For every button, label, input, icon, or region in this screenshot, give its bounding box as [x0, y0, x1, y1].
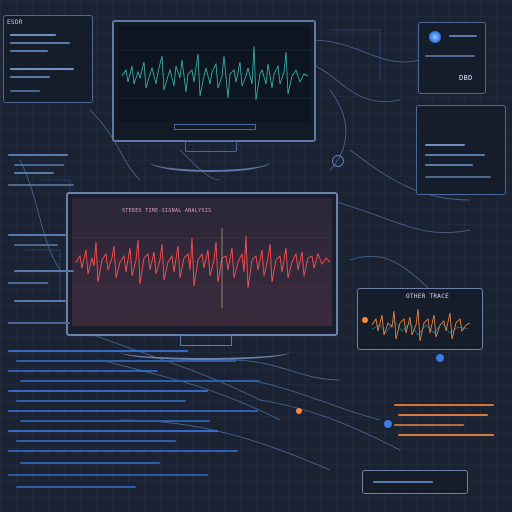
main-monitor-base — [120, 344, 290, 360]
panel-title: ESDR — [7, 19, 23, 26]
red-waveform — [72, 228, 332, 308]
top-monitor-base — [150, 152, 270, 172]
right-widget-label: DBD — [459, 74, 473, 82]
bottom-right-status-bar — [362, 470, 468, 494]
main-monitor-screen: STEREO TIME-SIGNAL ANALYSIS — [72, 198, 332, 326]
top-monitor-screen — [118, 26, 310, 122]
teal-waveform — [118, 45, 310, 101]
analyzer-title: OTHER TRACE — [406, 293, 450, 300]
node-dot-icon — [429, 31, 441, 43]
right-widget-panel: DBD — [418, 22, 486, 94]
node-dot-icon — [384, 420, 392, 428]
main-monitor: STEREO TIME-SIGNAL ANALYSIS — [66, 192, 338, 336]
node-dot-icon — [436, 354, 444, 362]
main-monitor-caption: STEREO TIME-SIGNAL ANALYSIS — [122, 208, 212, 214]
right-mid-panel — [416, 105, 506, 195]
top-monitor — [112, 20, 316, 142]
left-code-block — [8, 150, 84, 350]
bottom-right-code-block — [394, 400, 504, 460]
node-dot-icon — [332, 155, 344, 167]
bottom-code-block — [8, 350, 288, 500]
node-dot-icon — [296, 408, 302, 414]
top-monitor-stand — [185, 140, 237, 152]
top-left-info-panel: ESDR — [3, 15, 93, 103]
analyzer-waveform — [371, 308, 471, 342]
right-analyzer-panel: OTHER TRACE — [357, 288, 483, 350]
analyzer-dot-icon — [362, 317, 368, 323]
